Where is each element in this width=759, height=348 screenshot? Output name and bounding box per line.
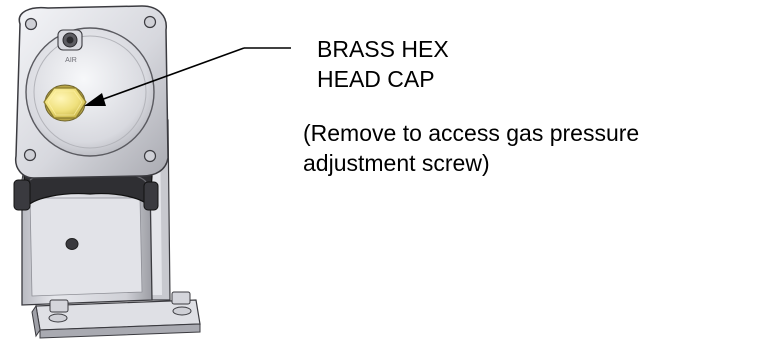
arrowhead [84,93,106,106]
brass-hex-cap [43,84,87,122]
leader-diagonal [97,47,245,102]
callout-leader [84,47,291,106]
top-housing: AIR [14,5,169,179]
base-plate [31,291,201,339]
mounting-hole [65,238,79,250]
callout-title-line2: HEAD CAP [317,66,435,92]
callout-title-line1: BRASS HEX [317,36,449,62]
engraving-text: AIR [65,57,77,64]
air-port [57,29,83,51]
housing-dome [25,27,155,157]
callout-note-line2: adjustment screw) [303,150,490,176]
callout-note-line1: (Remove to access gas pressure [303,120,640,146]
corner-screw [24,17,38,31]
corner-screw [143,15,157,29]
corner-screw [143,149,157,163]
corner-screw [23,148,37,162]
